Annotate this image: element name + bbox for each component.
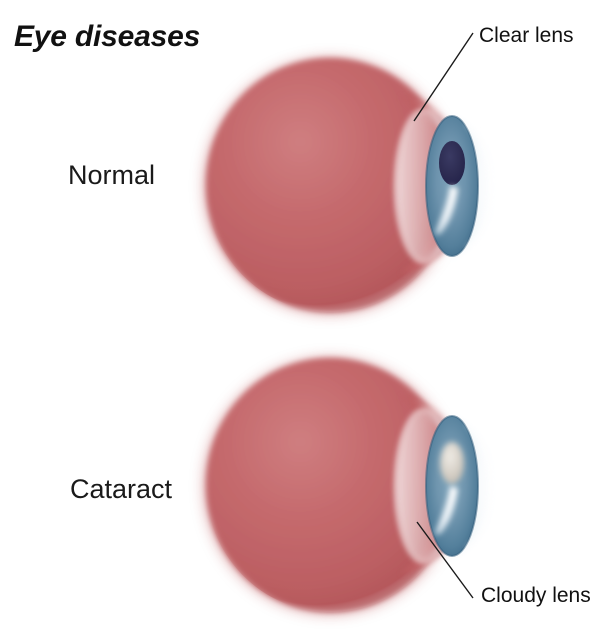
cornea-highlight-normal [466, 120, 495, 252]
eyeball-normal [204, 32, 496, 314]
row-label-normal: Normal [68, 160, 156, 190]
leader-line-clear-lens [413, 32, 474, 122]
pupil-cataract-cloudy [440, 442, 464, 484]
iris-cataract [426, 416, 478, 556]
cornea-highlight-cataract [466, 420, 495, 552]
iris-normal [426, 116, 478, 256]
callout-label-clear-lens: Clear lens [479, 24, 574, 47]
page-title: Eye diseases [14, 20, 201, 53]
row-label-cataract: Cataract [70, 474, 173, 504]
sclera-rim-shade [206, 58, 454, 312]
iris-rim-cataract [425, 415, 479, 557]
cornea-outer-cataract [412, 400, 496, 573]
lens-highlight-normal [435, 186, 458, 235]
eyeball-cataract [204, 358, 496, 614]
callout-label-cloudy-lens: Cloudy lens [481, 584, 591, 607]
lens-highlight-cataract [435, 486, 458, 535]
leader-line-cloudy-lens [416, 521, 474, 599]
cornea-outer-normal [412, 100, 496, 273]
sclera-rim-shade-cataract [206, 358, 454, 612]
iris-rim-normal [425, 115, 479, 257]
pupil-normal [439, 141, 465, 185]
